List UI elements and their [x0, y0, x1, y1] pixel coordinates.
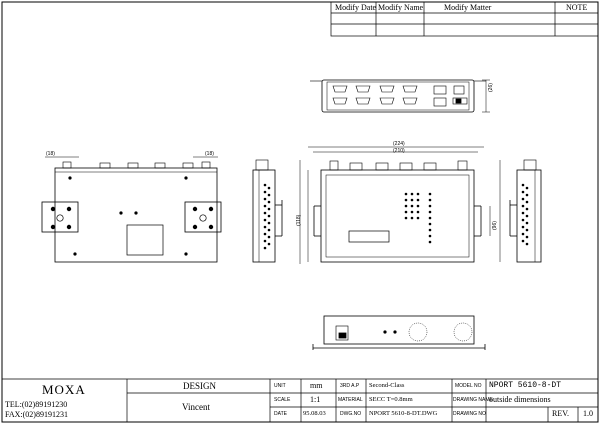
- dim-front-overall: (224): [393, 141, 405, 147]
- dwg-value: NPORT 5610-8-DT.DWG: [369, 410, 438, 417]
- rev-header-modify-date: Modify Date: [335, 3, 377, 12]
- material-label: MATERIAL: [338, 397, 363, 403]
- drawing-no-label: DRAWING NO: [453, 411, 486, 417]
- bottom-view: [41, 156, 222, 263]
- scale-label: SCALE: [274, 397, 291, 403]
- dwg-label: DWG.NO: [340, 411, 362, 417]
- unit-value: mm: [310, 381, 323, 390]
- company-name: MOXA: [42, 382, 86, 397]
- side-view-left: [252, 159, 283, 263]
- rev-label: REV.: [552, 409, 569, 418]
- projection-value: Second-Class: [369, 382, 405, 389]
- drawing-name-label: DRAWING NAME: [453, 397, 493, 403]
- drawing-name-value: outside dimensions: [489, 395, 551, 404]
- rear-view: [312, 315, 486, 350]
- projection-label: 3RD A.P: [340, 383, 360, 389]
- dim-front-body: (210): [393, 148, 405, 154]
- revision-table-grid: [330, 1, 599, 37]
- dim-left-view-width: (18): [46, 151, 55, 157]
- date-label: DATE: [274, 411, 287, 417]
- model-value: NPORT 5610-8-DT: [489, 381, 562, 390]
- front-view: [299, 146, 491, 264]
- date-value: 95.08.03: [303, 410, 326, 417]
- designer-name: Vincent: [182, 402, 210, 412]
- dim-front-height: (96): [492, 221, 498, 230]
- company-tel: TEL:(02)89191230: [5, 400, 68, 409]
- side-view-right: [499, 159, 542, 263]
- rev-header-note: NOTE: [566, 3, 588, 12]
- rev-value: 1.0: [583, 409, 593, 418]
- dim-right-view-width: (18): [205, 151, 214, 157]
- dim-side-height: (118): [296, 214, 302, 226]
- scale-value: 1:1: [310, 395, 321, 404]
- title-block-grid: [2, 378, 598, 422]
- design-label: DESIGN: [183, 381, 216, 391]
- company-fax: FAX:(02)89191231: [5, 410, 68, 419]
- rev-header-modify-matter: Modify Matter: [444, 3, 492, 12]
- rev-header-modify-name: Modify Name: [378, 3, 424, 12]
- model-label: MODEL NO: [455, 383, 482, 389]
- dim-top-view-height: (26): [488, 83, 494, 92]
- top-view: [310, 79, 490, 113]
- material-value: SECC T=0.8mm: [369, 396, 413, 403]
- unit-label: UNIT: [274, 383, 286, 389]
